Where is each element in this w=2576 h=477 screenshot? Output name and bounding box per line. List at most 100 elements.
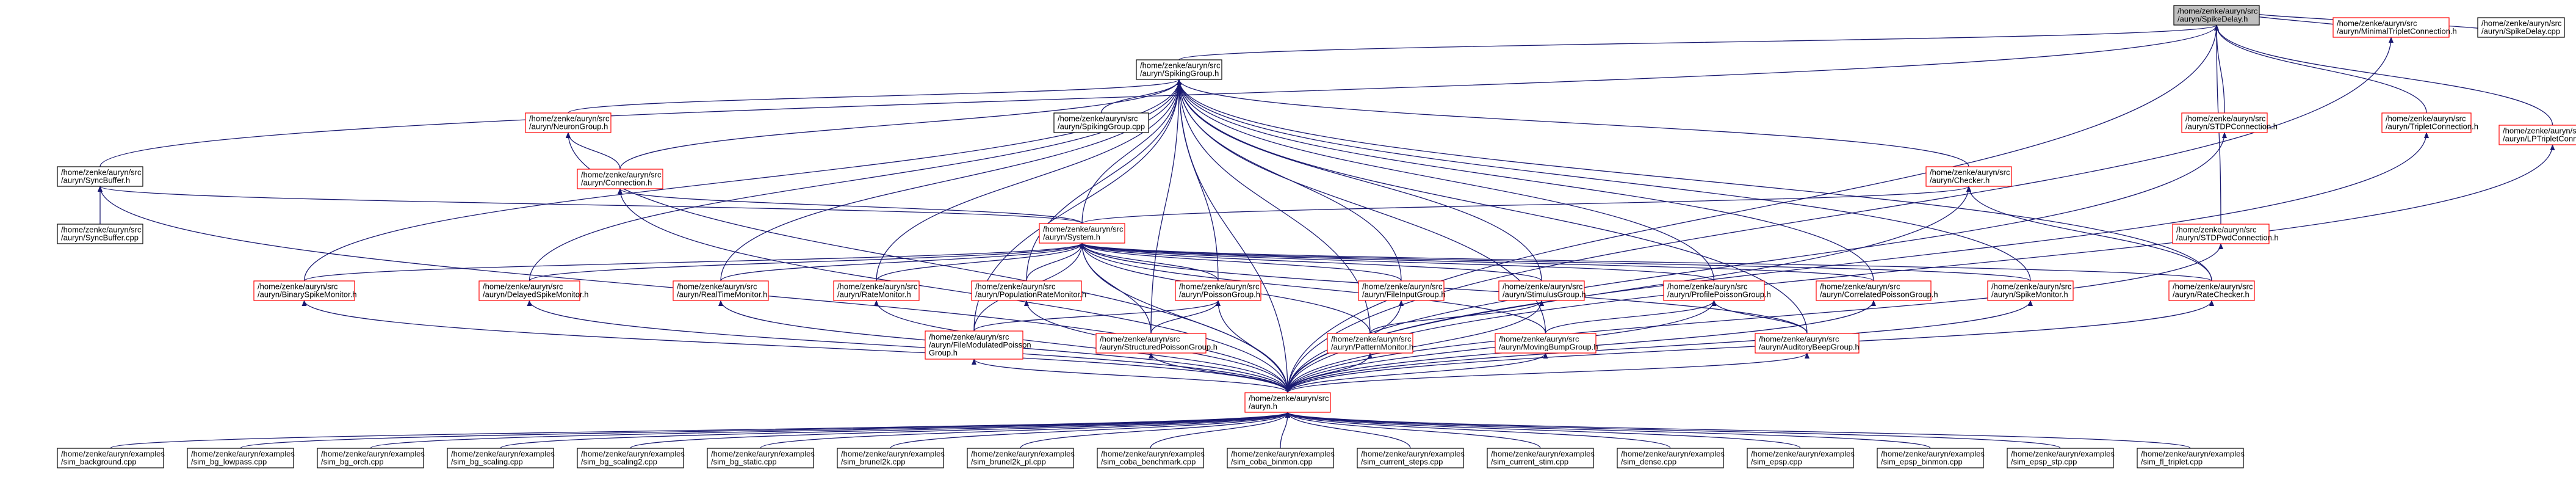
node-spikinggroupcpp[interactable]: /home/zenke/auryn/src/auryn/SpikingGroup… — [1053, 112, 1149, 133]
node-label-line: /home/zenke/auryn/src — [1503, 282, 1583, 291]
node-spikemonitor[interactable]: /home/zenke/auryn/src/auryn/SpikeMonitor… — [1987, 280, 2074, 301]
node-filemodulated[interactable]: /home/zenke/auryn/src/auryn/FileModulate… — [925, 330, 1031, 360]
include-edge-system-to-spikinggroup — [1081, 79, 1182, 224]
node-label-line: /home/zenke/auryn/src — [1362, 282, 1443, 291]
node-box — [1136, 59, 1222, 80]
node-ex5[interactable]: /home/zenke/auryn/examples/sim_bg_scalin… — [577, 448, 685, 468]
node-label-line: /auryn/Checker.h — [1930, 176, 1990, 185]
include-edge-ex14-to-auryn — [1285, 412, 1801, 449]
include-edge-poisson-to-system — [1080, 242, 1219, 282]
include-edge-ratemonitor-to-system — [876, 242, 1084, 282]
node-ex17[interactable]: /home/zenke/auryn/examples/sim_fl_triple… — [2137, 448, 2245, 468]
node-ex8[interactable]: /home/zenke/auryn/examples/sim_brunel2k_… — [967, 448, 1075, 468]
include-edge-connection-to-spikinggroup — [619, 79, 1182, 170]
node-label-line: /sim_epsp_binmon.cpp — [1881, 457, 1963, 467]
node-label-line: /home/zenke/auryn/examples — [61, 450, 165, 459]
node-label-line: /home/zenke/auryn/src — [677, 282, 757, 291]
node-box — [447, 448, 554, 468]
node-box — [1358, 280, 1445, 301]
node-stdpconn[interactable]: /home/zenke/auryn/src/auryn/STDPConnecti… — [2181, 112, 2278, 133]
node-box — [2168, 280, 2255, 301]
node-label-line: /home/zenke/auryn/examples — [581, 450, 685, 459]
node-label-line: /home/zenke/auryn/src — [2337, 19, 2417, 28]
node-spikinggroup[interactable]: /home/zenke/auryn/src/auryn/SpikingGroup… — [1136, 59, 1222, 80]
node-stimulus[interactable]: /home/zenke/auryn/src/auryn/StimulusGrou… — [1498, 280, 1586, 301]
node-ex15[interactable]: /home/zenke/auryn/examples/sim_epsp_binm… — [1877, 448, 1985, 468]
node-label-line: /auryn.h — [1249, 402, 1277, 411]
node-label-line: /home/zenke/auryn/src — [1249, 394, 1329, 403]
node-fileinput[interactable]: /home/zenke/auryn/src/auryn/FileInputGro… — [1358, 280, 1446, 301]
node-spikedelaycpp[interactable]: /home/zenke/auryn/src/auryn/SpikeDelay.c… — [2477, 17, 2565, 38]
node-poprate[interactable]: /home/zenke/auryn/src/auryn/PopulationRa… — [971, 280, 1086, 301]
node-label-line: /auryn/SpikeMonitor.h — [1991, 290, 2068, 299]
node-box — [2007, 448, 2114, 468]
node-label-line: /home/zenke/auryn/src — [1820, 282, 1900, 291]
node-box — [1987, 280, 2074, 301]
node-ex11[interactable]: /home/zenke/auryn/examples/sim_current_s… — [1357, 448, 1465, 468]
node-ex13[interactable]: /home/zenke/auryn/examples/sim_dense.cpp — [1617, 448, 1725, 468]
node-binaryspike[interactable]: /home/zenke/auryn/src/auryn/BinarySpikeM… — [253, 280, 357, 301]
node-correlated[interactable]: /home/zenke/auryn/src/auryn/CorrelatedPo… — [1816, 280, 1938, 301]
include-edge-pattern-to-stimulus — [1369, 300, 1544, 334]
node-ex4[interactable]: /home/zenke/auryn/examples/sim_bg_scalin… — [447, 448, 555, 468]
node-ratechecker[interactable]: /home/zenke/auryn/src/auryn/RateChecker.… — [2168, 280, 2255, 301]
node-lptriplet[interactable]: /home/zenke/auryn/src/auryn/LPTripletCon… — [2498, 125, 2576, 145]
node-box — [253, 280, 355, 301]
node-ex10[interactable]: /home/zenke/auryn/examples/sim_coba_binm… — [1227, 448, 1335, 468]
include-edge-ex10-to-auryn — [1280, 412, 1290, 449]
include-edge-auryn-to-binaryspike — [301, 300, 1288, 393]
node-ex16[interactable]: /home/zenke/auryn/examples/sim_epsp_stp.… — [2007, 448, 2115, 468]
node-box — [2498, 125, 2576, 145]
node-system[interactable]: /home/zenke/auryn/src/auryn/System.h — [1039, 223, 1125, 244]
node-ratemonitor[interactable]: /home/zenke/auryn/src/auryn/RateMonitor.… — [833, 280, 920, 301]
node-auryn[interactable]: /home/zenke/auryn/src/auryn.h — [1244, 392, 1331, 413]
node-label-line: /home/zenke/auryn/src — [1667, 282, 1748, 291]
node-pattern[interactable]: /home/zenke/auryn/src/auryn/PatternMonit… — [1327, 333, 1413, 354]
node-connection[interactable]: /home/zenke/auryn/src/auryn/Connection.h — [577, 169, 663, 189]
node-ex9[interactable]: /home/zenke/auryn/examples/sim_coba_benc… — [1097, 448, 1205, 468]
node-label-line: /home/zenke/auryn/src — [2176, 225, 2257, 235]
node-ex2[interactable]: /home/zenke/auryn/examples/sim_bg_lowpas… — [187, 448, 295, 468]
node-structured[interactable]: /home/zenke/auryn/src/auryn/StructuredPo… — [1095, 333, 1218, 354]
node-checker[interactable]: /home/zenke/auryn/src/auryn/Checker.h — [1925, 166, 2012, 187]
node-neurongroup[interactable]: /home/zenke/auryn/src/auryn/NeuronGroup.… — [525, 112, 612, 133]
edges-layer — [98, 5, 2555, 449]
node-label-line: /home/zenke/auryn/examples — [971, 450, 1075, 459]
include-edge-ex16-to-auryn — [1285, 412, 2061, 449]
include-edge-ex9-to-auryn — [1150, 412, 1290, 449]
node-root[interactable]: /home/zenke/auryn/src/auryn/SpikeDelay.h — [2173, 5, 2260, 26]
node-ex6[interactable]: /home/zenke/auryn/examples/sim_bg_static… — [707, 448, 815, 468]
node-box — [577, 448, 684, 468]
node-box — [317, 448, 424, 468]
include-edge-stimulus-to-spikinggroup — [1177, 79, 1542, 282]
node-box — [971, 280, 1082, 301]
node-ex7[interactable]: /home/zenke/auryn/examples/sim_brunel2k.… — [837, 448, 945, 468]
node-syncbuffer[interactable]: /home/zenke/auryn/src/auryn/SyncBuffer.h — [57, 166, 143, 187]
node-profile[interactable]: /home/zenke/auryn/src/auryn/ProfilePoiss… — [1663, 280, 1771, 301]
node-stdpwd[interactable]: /home/zenke/auryn/src/auryn/STDPwdConnec… — [2172, 224, 2279, 244]
node-delayedspike[interactable]: /home/zenke/auryn/src/auryn/DelayedSpike… — [478, 280, 588, 301]
node-syncbuffercpp[interactable]: /home/zenke/auryn/src/auryn/SyncBuffer.c… — [57, 224, 143, 244]
node-ex1[interactable]: /home/zenke/auryn/examples/sim_backgroun… — [57, 448, 165, 468]
node-ex14[interactable]: /home/zenke/auryn/examples/sim_epsp.cpp — [1747, 448, 1855, 468]
node-movingbump[interactable]: /home/zenke/auryn/src/auryn/MovingBumpGr… — [1495, 333, 1598, 354]
include-edge-structured-to-poisson — [1150, 300, 1221, 334]
include-edge-auryn-to-spikemonitor — [1287, 300, 2033, 393]
node-label-line: /sim_bg_orch.cpp — [321, 457, 384, 467]
node-box — [1227, 448, 1334, 468]
node-ex3[interactable]: /home/zenke/auryn/examples/sim_bg_orch.c… — [317, 448, 425, 468]
node-label-line: /auryn/STDPConnection.h — [2185, 122, 2278, 131]
node-realtime[interactable]: /home/zenke/auryn/src/auryn/RealTimeMoni… — [673, 280, 769, 301]
node-ex12[interactable]: /home/zenke/auryn/examples/sim_current_s… — [1487, 448, 1595, 468]
node-minimaltriplet[interactable]: /home/zenke/auryn/src/auryn/MinimalTripl… — [2332, 17, 2457, 38]
include-edge-ex5-to-auryn — [630, 412, 1290, 449]
node-tripletconn[interactable]: /home/zenke/auryn/src/auryn/TripletConne… — [2381, 112, 2478, 133]
node-poisson[interactable]: /home/zenke/auryn/src/auryn/PoissonGroup… — [1175, 280, 1261, 301]
node-label-line: /home/zenke/auryn/examples — [451, 450, 555, 459]
node-box — [57, 166, 143, 187]
node-auditory[interactable]: /home/zenke/auryn/src/auryn/AuditoryBeep… — [1755, 333, 1860, 354]
node-box — [57, 224, 143, 244]
node-label-line: /sim_fl_triplet.cpp — [2141, 457, 2203, 467]
node-box — [1925, 166, 2012, 187]
node-label-line: /auryn/PatternMonitor.h — [1331, 343, 1413, 352]
